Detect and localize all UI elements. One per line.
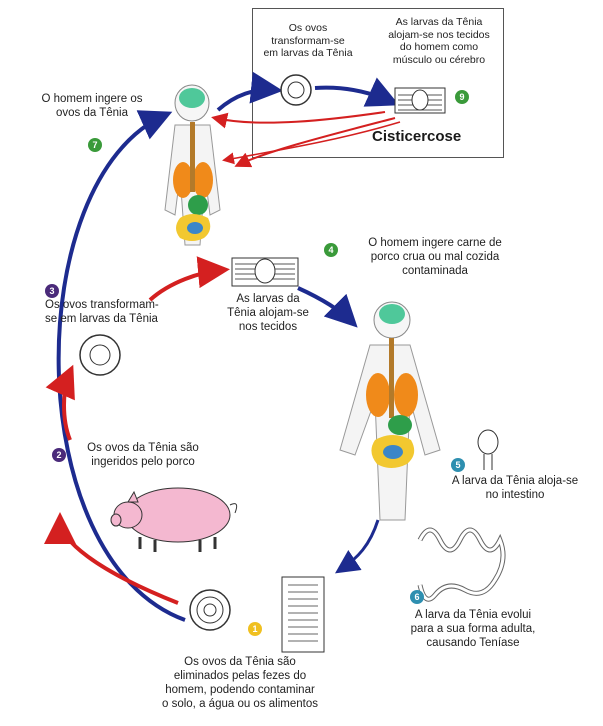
box-eggs-transform-label: Os ovos transformam-se em larvas da Têni…	[258, 22, 358, 60]
egg-middle-icon	[80, 335, 120, 375]
badge-1: 1	[248, 622, 262, 636]
arrow-2-to-3	[64, 372, 70, 440]
step-1-label: Os ovos da Tênia são eliminados pelas fe…	[140, 655, 340, 711]
egg-box-icon	[281, 75, 311, 105]
pig-icon	[111, 488, 237, 552]
badge-2: 2	[52, 448, 66, 462]
cysticercus-tissue-icon	[395, 88, 445, 113]
step-3-label: Os ovos transformam- se em larvas da Tên…	[45, 298, 195, 326]
badge-6: 6	[410, 590, 424, 604]
badge-5: 5	[451, 458, 465, 472]
step-5-label: A larva da Tênia aloja-se no intestino	[430, 474, 600, 502]
tissue-larvae-label: As larvas da Tênia alojam-se nos tecidos	[218, 292, 318, 334]
scolex-icon	[478, 430, 498, 470]
cisticercose-title: Cisticercose	[372, 128, 461, 145]
badge-3: 3	[45, 284, 59, 298]
badge-7: 7	[88, 138, 102, 152]
arrow-6-to-1	[340, 520, 378, 570]
step-6-label: A larva da Tênia evolui para a sua forma…	[388, 608, 558, 650]
human-figure-top	[165, 85, 220, 245]
adult-tapeworm-icon	[420, 530, 503, 599]
cysticercus-middle-icon	[232, 258, 298, 286]
feces-segment-icon	[282, 577, 324, 652]
arrow-3-to-tissue	[150, 270, 222, 300]
box-larvae-lodge-label: As larvas da Tênia alojam-se nos tecidos…	[378, 16, 500, 66]
human-figure-right	[340, 302, 440, 520]
step-7-label: O homem ingere os ovos da Tênia	[22, 92, 162, 120]
badge-4: 4	[324, 243, 338, 257]
step-2-label: Os ovos da Tênia são ingeridos pelo porc…	[68, 441, 218, 469]
egg-bottom-icon	[190, 590, 230, 630]
step-4-label: O homem ingere carne de porco crua ou ma…	[340, 236, 530, 278]
badge-9: 9	[455, 90, 469, 104]
arrow-7-to-box	[218, 90, 275, 110]
arrow-1-to-7	[59, 115, 185, 620]
arrow-cist-to-head	[215, 112, 385, 123]
arrow-egg-to-cist	[315, 88, 392, 102]
